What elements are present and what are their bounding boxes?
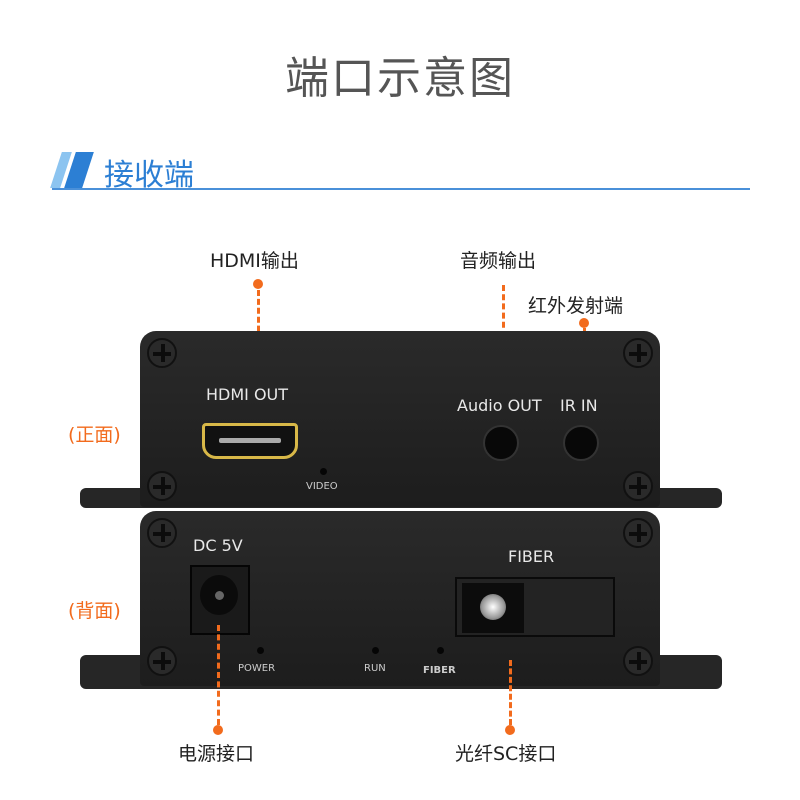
video-label: VIDEO — [306, 481, 338, 492]
section-divider — [52, 188, 750, 190]
callout-dot — [505, 725, 515, 735]
screw-icon — [623, 338, 653, 368]
ir-jack — [563, 425, 599, 461]
callout-ir: 红外发射端 — [528, 295, 624, 317]
page-title: 端口示意图 — [285, 53, 515, 104]
callout-line — [509, 660, 512, 725]
power-led-label: POWER — [238, 663, 276, 674]
sc-fiber-port — [455, 577, 615, 637]
callout-dot — [253, 279, 263, 289]
callout-fiber: 光纤SC接口 — [455, 743, 557, 765]
callout-line — [217, 625, 220, 725]
run-led-label: RUN — [364, 663, 386, 674]
callout-dot — [579, 318, 589, 328]
screw-icon — [623, 471, 653, 501]
audio-out-label: Audio OUT — [457, 396, 542, 415]
ir-in-label: IR IN — [560, 396, 598, 415]
screw-icon — [147, 518, 177, 548]
power-led — [257, 647, 264, 654]
label-front: (正面) — [68, 424, 121, 446]
screw-icon — [623, 646, 653, 676]
device-front-panel: HDMI OUT VIDEO Audio OUT IR IN — [140, 331, 660, 507]
run-led — [372, 647, 379, 654]
screw-icon — [623, 518, 653, 548]
device-back-panel: DC 5V FIBER POWER RUN FIBER — [140, 511, 660, 686]
fiber-led — [437, 647, 444, 654]
hdmi-out-label: HDMI OUT — [206, 385, 289, 404]
video-led — [320, 468, 327, 475]
callout-audio: 音频输出 — [460, 250, 537, 272]
section-title: 接收端 — [104, 158, 194, 193]
dc-label: DC 5V — [193, 536, 243, 555]
fiber-led-label: FIBER — [423, 665, 456, 676]
callout-dot — [213, 725, 223, 735]
hdmi-port — [202, 423, 298, 459]
audio-jack — [483, 425, 519, 461]
fiber-label: FIBER — [508, 547, 555, 566]
screw-icon — [147, 646, 177, 676]
screw-icon — [147, 471, 177, 501]
screw-icon — [147, 338, 177, 368]
callout-hdmi: HDMI输出 — [210, 250, 299, 272]
callout-power: 电源接口 — [178, 743, 255, 765]
label-back: (背面) — [68, 600, 121, 622]
dc-power-jack — [190, 565, 250, 635]
